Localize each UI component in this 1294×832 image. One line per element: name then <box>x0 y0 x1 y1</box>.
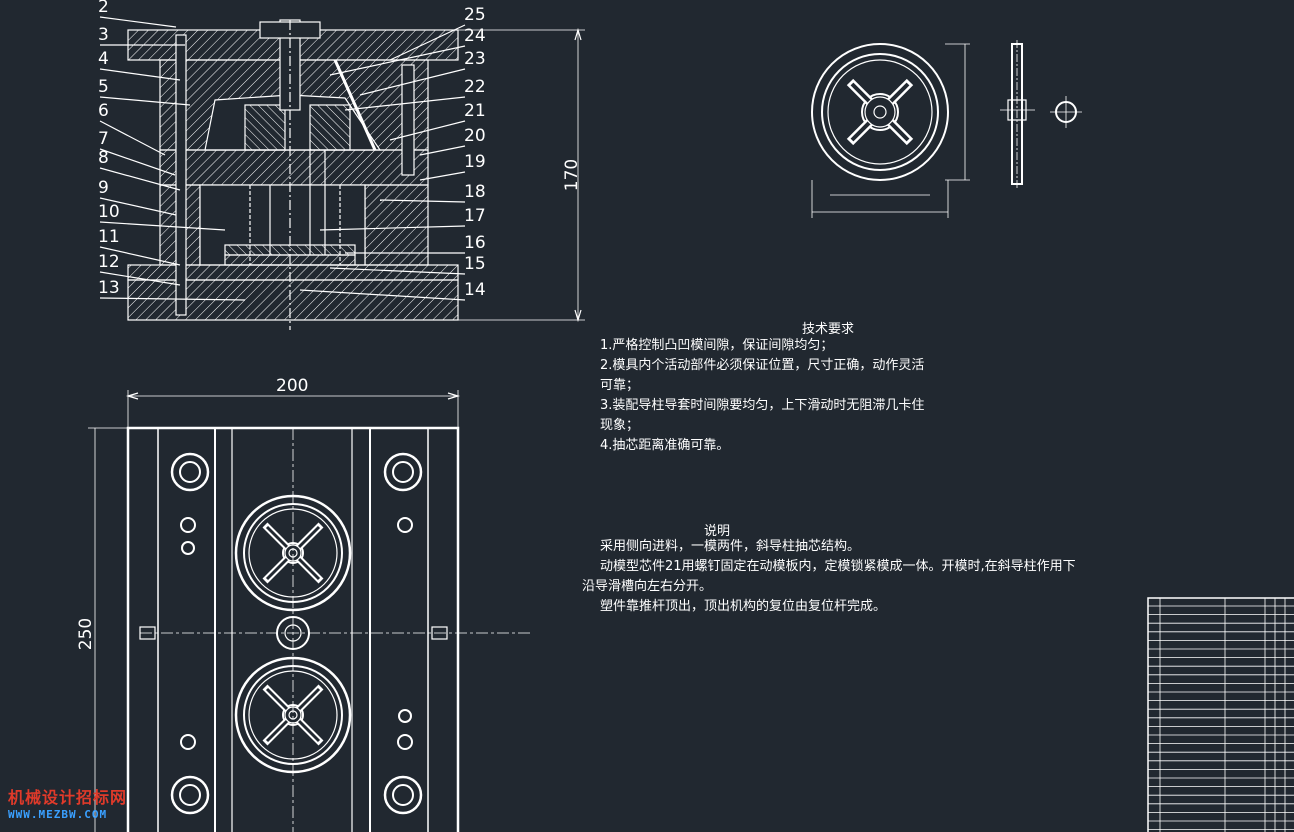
tech-requirements-list: 1.严格控制凸凹模间隙，保证间隙均匀； 2.模具内个活动部件必须保证位置，尺寸正… <box>600 336 924 456</box>
note-line: 采用侧向进料，一模两件，斜导柱抽芯结构。 <box>600 539 861 554</box>
part-number-label: 2 <box>98 0 109 17</box>
part-number-label: 23 <box>464 49 486 69</box>
note-line: 动模型芯件21用螺钉固定在动模板内，定模锁紧模成一体。开模时,在斜导柱作用下 <box>600 559 1076 574</box>
mold-plan-view <box>88 390 530 832</box>
part-number-label: 10 <box>98 202 120 222</box>
part-handwheel-view <box>811 43 970 218</box>
watermark-line1: 机械设计招标网 <box>8 788 128 807</box>
part-number-label: 21 <box>464 101 486 121</box>
part-number-label: 18 <box>464 182 486 202</box>
notes-list: 采用侧向进料，一模两件，斜导柱抽芯结构。 动模型芯件21用螺钉固定在动模板内，定… <box>582 537 1076 617</box>
mold-section-view <box>99 16 585 330</box>
part-number-label: 13 <box>98 278 120 298</box>
part-number-label: 6 <box>98 101 109 121</box>
tech-req-line: 可靠； <box>600 378 640 393</box>
part-number-label: 22 <box>464 77 486 97</box>
part-number-label: 17 <box>464 206 486 226</box>
bom-table <box>1147 597 1294 832</box>
part-number-label: 9 <box>98 178 109 198</box>
watermark-logo: 机械设计招标网 WWW.MEZBW.COM <box>8 784 127 821</box>
part-number-label: 25 <box>464 5 486 25</box>
part-number-label: 11 <box>98 227 120 247</box>
dim-width-250: 250 <box>76 617 97 651</box>
tech-req-line: 3.装配导柱导套时间隙要均匀，上下滑动时无阻滞几卡住 <box>600 398 925 413</box>
tech-req-line: 4.抽芯距离准确可靠。 <box>600 438 730 453</box>
notes-title: 说明 <box>704 524 731 539</box>
tech-req-line: 2.模具内个活动部件必须保证位置，尺寸正确，动作灵活 <box>600 358 925 373</box>
part-side-view <box>1000 40 1082 190</box>
part-number-label: 8 <box>98 148 109 168</box>
tech-req-line: 1.严格控制凸凹模间隙，保证间隙均匀； <box>600 338 834 353</box>
part-number-label: 24 <box>464 26 486 46</box>
part-number-label: 3 <box>98 25 109 45</box>
part-number-label: 20 <box>464 126 486 146</box>
dim-width-200: 200 <box>276 376 309 396</box>
part-number-label: 4 <box>98 49 109 69</box>
part-number-label: 15 <box>464 254 486 274</box>
part-number-label: 5 <box>98 77 109 97</box>
part-number-label: 14 <box>464 280 486 300</box>
tech-req-line: 现象； <box>600 418 640 433</box>
tech-requirements-title: 技术要求 <box>802 322 855 337</box>
note-line: 塑件靠推杆顶出，顶出机构的复位由复位杆完成。 <box>600 599 887 614</box>
watermark-line2: WWW.MEZBW.COM <box>8 808 108 821</box>
note-line: 沿导滑槽向左右分开。 <box>582 579 713 594</box>
part-number-label: 19 <box>464 152 486 172</box>
part-number-label: 7 <box>98 129 109 149</box>
part-number-label: 16 <box>464 233 486 253</box>
dim-height-170: 170 <box>562 158 583 192</box>
part-number-label: 12 <box>98 252 120 272</box>
